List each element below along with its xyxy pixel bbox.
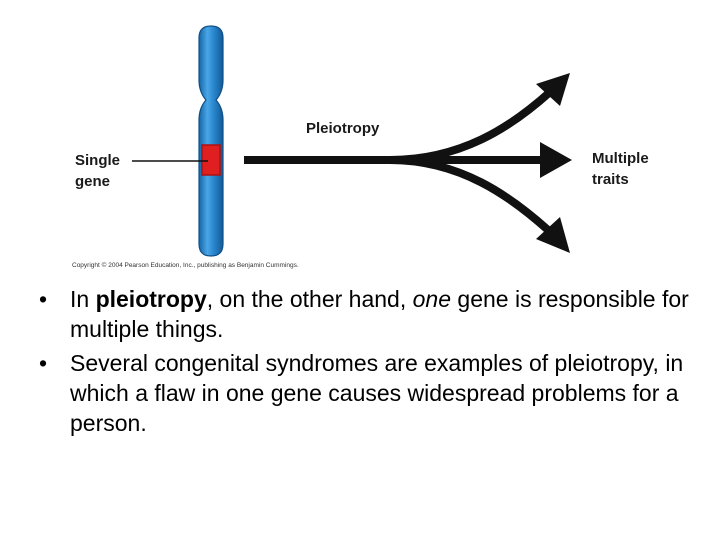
bullet-item-2: • Several congenital syndromes are examp… (28, 348, 700, 438)
bullet-1-text-end: gene is responsible for multiple things. (70, 286, 689, 342)
middle-arrowhead (540, 142, 572, 178)
branching-arrows (244, 89, 553, 233)
single-gene-label-line1: Single (75, 152, 120, 169)
bullet-list: • In pleiotropy, on the other hand, one … (28, 284, 700, 442)
pleiotropy-diagram: Single gene Pleiotropy Multiple traits C… (72, 25, 649, 269)
lower-branch-shaft (389, 156, 551, 233)
bullet-item-1: • In pleiotropy, on the other hand, one … (28, 284, 700, 344)
copyright-text: Copyright © 2004 Pearson Education, Inc.… (72, 261, 299, 269)
pleiotropy-title: Pleiotropy (306, 120, 380, 137)
single-gene-label-line2: gene (75, 173, 110, 190)
bullet-1-text-middle: , on the other hand, (206, 286, 413, 312)
upper-branch-shaft (389, 89, 553, 164)
multiple-traits-label-line1: Multiple (592, 150, 649, 167)
multiple-traits-label-line2: traits (592, 171, 629, 188)
chromosome (198, 25, 224, 257)
bullet-2-text: Several congenital syndromes are example… (70, 350, 684, 436)
lower-arrowhead (536, 217, 570, 253)
gene-marker (201, 144, 221, 176)
bullet-1-text-start: In (70, 286, 96, 312)
bullet-dot: • (38, 286, 48, 312)
bullet-1-bold-term: pleiotropy (95, 286, 207, 312)
bullet-1-italic-word: one (412, 286, 452, 312)
bullet-dot: • (38, 350, 48, 376)
upper-arrowhead (536, 73, 570, 106)
